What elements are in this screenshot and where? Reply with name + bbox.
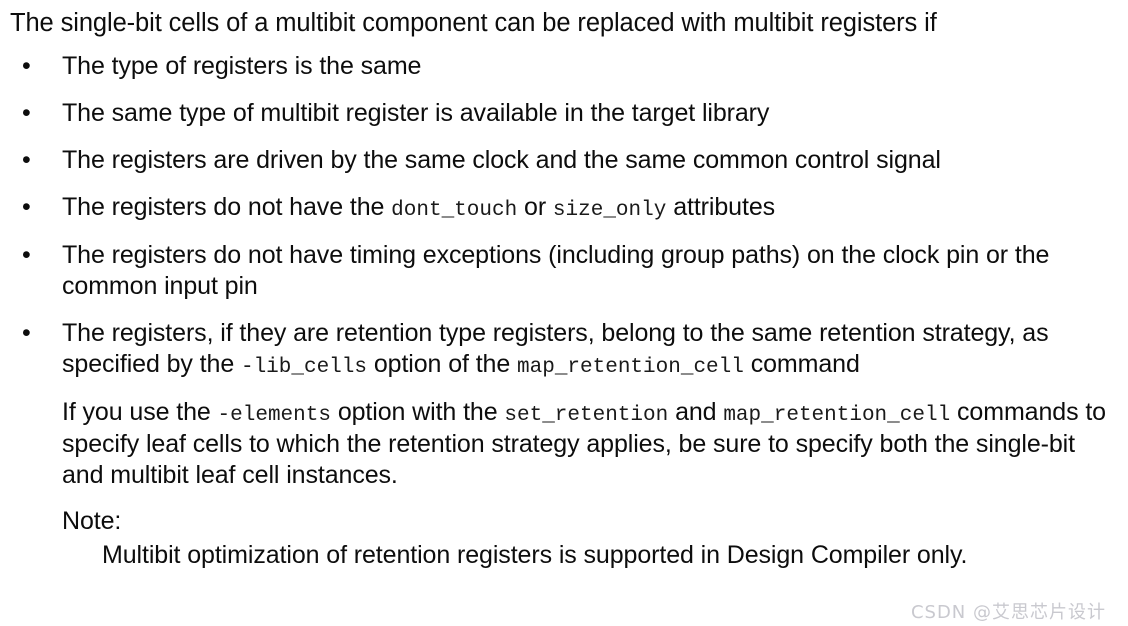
bullet-text: The registers, if they are retention typ… [62, 318, 1049, 379]
note-body: Multibit optimization of retention regis… [102, 541, 968, 570]
intro-line: The single-bit cells of a multibit compo… [10, 9, 937, 37]
elements-option-paragraph: If you use the -elements option with the… [62, 397, 1106, 489]
requirements-bullet-list: • The type of registers is the same • The s… [10, 51, 1116, 381]
bullet-marker-icon: • [22, 240, 31, 269]
code-span: size_only [552, 198, 667, 222]
code-span: map_retention_cell [723, 403, 951, 427]
bullet-item-no-timing-exceptions: • The registers do not have timing except… [10, 240, 1116, 302]
csdn-watermark: CSDN @艾思芯片设计 [910, 602, 1106, 623]
bullet-marker-icon: • [22, 51, 31, 80]
note-label: Note: [62, 506, 122, 535]
bullet-marker-icon: • [22, 318, 31, 347]
bullet-text: The registers do not have timing excepti… [62, 240, 1050, 300]
bullet-marker-icon: • [22, 98, 31, 127]
bullet-marker-icon: • [22, 145, 31, 174]
bullet-text: The same type of multibit register is av… [62, 98, 770, 127]
bullet-item-no-dont-touch-size-only: • The registers do not have the dont_touc… [10, 192, 1116, 224]
bullet-item-same-clock-and-control: • The registers are driven by the same cl… [10, 145, 1116, 176]
code-span: -elements [217, 403, 331, 427]
code-span: set_retention [504, 403, 669, 427]
bullet-item-retention-same-strategy: • The registers, if they are retention ty… [10, 318, 1116, 381]
code-span: map_retention_cell [517, 355, 744, 379]
bullet-text: The registers do not have the dont_touch… [62, 192, 776, 222]
bullet-item-same-register-type: • The type of registers is the same [10, 51, 1116, 82]
bullet-marker-icon: • [22, 192, 31, 221]
bullet-text: The type of registers is the same [62, 51, 422, 80]
code-span: dont_touch [391, 198, 518, 222]
bullet-item-multibit-available-in-library: • The same type of multibit register is a… [10, 98, 1116, 129]
code-span: -lib_cells [240, 355, 367, 379]
note-block: Note: Multibit optimization of retention… [10, 505, 1116, 572]
bullet-text: The registers are driven by the same clo… [62, 145, 941, 174]
